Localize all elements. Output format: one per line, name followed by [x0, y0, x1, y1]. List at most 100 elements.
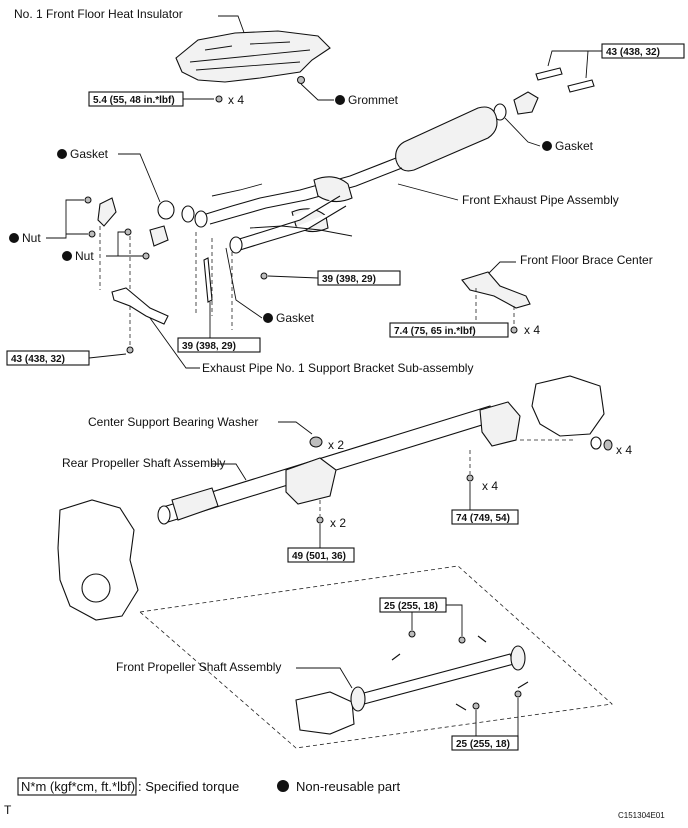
leader-nut-1 — [46, 199, 88, 239]
torque-box-rear-center — [287, 547, 355, 563]
leader-heat-insulator — [218, 15, 247, 39]
grommet-part — [297, 76, 305, 84]
alignment-dashes-brace — [475, 288, 515, 326]
far-right-nut-part — [603, 439, 613, 451]
torque-brace: 7.4 (75, 65 in.*lbf) — [394, 326, 476, 337]
torque-insulator: 5.4 (55, 48 in.*lbf) — [93, 95, 175, 106]
transfer-case-flange — [81, 573, 111, 603]
front-shaft-region-dashes — [139, 565, 613, 749]
leader-torque-front-top — [411, 604, 463, 636]
legend-nonreusable-desc: Non-reusable part — [296, 779, 400, 794]
label-front-exhaust: Front Exhaust Pipe Assembly — [462, 193, 619, 207]
front-shaft-front-flange — [350, 686, 366, 712]
label-nut-1: Nut — [22, 231, 41, 245]
leader-gasket-top-right — [504, 117, 541, 147]
transfer-case-outline — [57, 499, 139, 621]
muffler-part — [395, 106, 498, 172]
support-bracket-part — [111, 287, 169, 325]
front-top-bolt-b — [458, 636, 466, 644]
front-shaft-clips — [391, 635, 529, 711]
center-bearing-part — [285, 457, 337, 505]
heat-insulator-ribs — [189, 41, 311, 71]
label-support-bracket: Exhaust Pipe No. 1 Support Bracket Sub-a… — [202, 361, 473, 375]
torque-top-right: 43 (438, 32) — [606, 47, 660, 58]
front-shaft-tube — [359, 653, 515, 705]
exhaust-pipe-lower — [235, 195, 347, 251]
pipe-flange-b — [229, 236, 243, 254]
differential-outline — [531, 375, 605, 437]
mid-right-bolt-part — [260, 272, 268, 280]
center-bolt-part — [316, 516, 324, 524]
leader-torque-front-bottom — [475, 698, 519, 736]
alignment-dashes-upper — [99, 226, 233, 350]
torque-box-rear-right — [451, 509, 519, 525]
legend-torque-key: N*m (kgf*cm, ft.*lbf) — [21, 779, 135, 794]
nut-1a-part — [84, 196, 92, 204]
front-bottom-bolt-b — [514, 690, 522, 698]
label-nut-2: Nut — [75, 249, 94, 263]
catalyst-a-part — [313, 176, 353, 203]
front-top-bolt-a — [408, 630, 416, 638]
label-gasket-left: Gasket — [70, 147, 109, 161]
rear-shaft-slip-joint — [171, 487, 219, 521]
torque-bracket: 43 (438, 32) — [11, 354, 65, 365]
footer-left: T — [4, 803, 12, 817]
label-front-shaft: Front Propeller Shaft Assembly — [116, 660, 281, 674]
front-shaft-diff-outline — [295, 691, 355, 735]
leader-washer — [278, 421, 313, 435]
gasket-left-ring — [181, 205, 195, 223]
leader-grommet — [300, 83, 334, 101]
non-reusable-dot-icon — [335, 95, 345, 105]
leader-torque-bracket — [88, 353, 127, 359]
bracket-bolt-part — [126, 346, 134, 354]
leader-support-bracket — [149, 317, 200, 369]
label-gasket-mid: Gasket — [276, 311, 315, 325]
insulator-bolt-part — [215, 95, 223, 103]
torque-rear-right: 74 (749, 54) — [456, 513, 510, 524]
torque-mid-right: 39 (398, 29) — [322, 274, 376, 285]
bracket-a-part — [97, 197, 117, 227]
label-washer: Center Support Bearing Washer — [88, 415, 258, 429]
leader-rear-shaft — [212, 463, 247, 481]
mult-insulator: x 4 — [228, 93, 244, 107]
footer-code: C151304E01 — [618, 811, 665, 820]
leader-front-shaft — [296, 667, 353, 689]
torque-mid-center: 39 (398, 29) — [182, 341, 236, 352]
leader-front-exhaust — [397, 183, 459, 201]
rear-right-bolt-part — [466, 474, 474, 482]
alignment-dashes-rear — [319, 439, 576, 516]
gasket-left-part — [157, 200, 175, 220]
torque-front-bottom: 25 (255, 18) — [456, 739, 510, 750]
non-reusable-dot-icon — [57, 149, 67, 159]
non-reusable-dot-icon — [277, 780, 289, 792]
leader-brace-center — [487, 261, 516, 275]
non-reusable-dot-icon — [263, 313, 273, 323]
exhaust-pipe-upper — [205, 157, 403, 225]
label-grommet: Grommet — [348, 93, 399, 107]
leader-torque-top-right — [547, 50, 602, 79]
bracket-b-part — [149, 225, 169, 247]
nut-2b-part — [142, 252, 150, 260]
flange-part — [513, 91, 539, 115]
mult-far-right: x 4 — [616, 443, 632, 457]
leader-torque-mid-right — [267, 275, 319, 279]
leader-gasket-mid — [225, 247, 263, 319]
top-right-bolts-part — [535, 67, 595, 93]
heat-insulator-part — [175, 30, 331, 83]
rear-shaft-flange — [479, 401, 521, 447]
leader-nut-2 — [106, 231, 144, 257]
legend-torque-desc: : Specified torque — [138, 779, 239, 794]
legend-torque-box — [17, 777, 137, 796]
far-right-washer-part — [590, 436, 602, 450]
non-reusable-dot-icon — [62, 251, 72, 261]
label-rear-shaft: Rear Propeller Shaft Assembly — [62, 456, 225, 470]
front-shaft-rear-flange — [510, 645, 526, 671]
rear-shaft-front-yoke — [157, 505, 171, 525]
mult-brace: x 4 — [524, 323, 540, 337]
non-reusable-dot-icon — [542, 141, 552, 151]
label-brace-center: Front Floor Brace Center — [520, 253, 653, 267]
mult-washer: x 2 — [328, 438, 344, 452]
front-bottom-bolt-a — [472, 702, 480, 710]
torque-box-brace — [389, 322, 509, 338]
mult-rear-center: x 2 — [330, 516, 346, 530]
